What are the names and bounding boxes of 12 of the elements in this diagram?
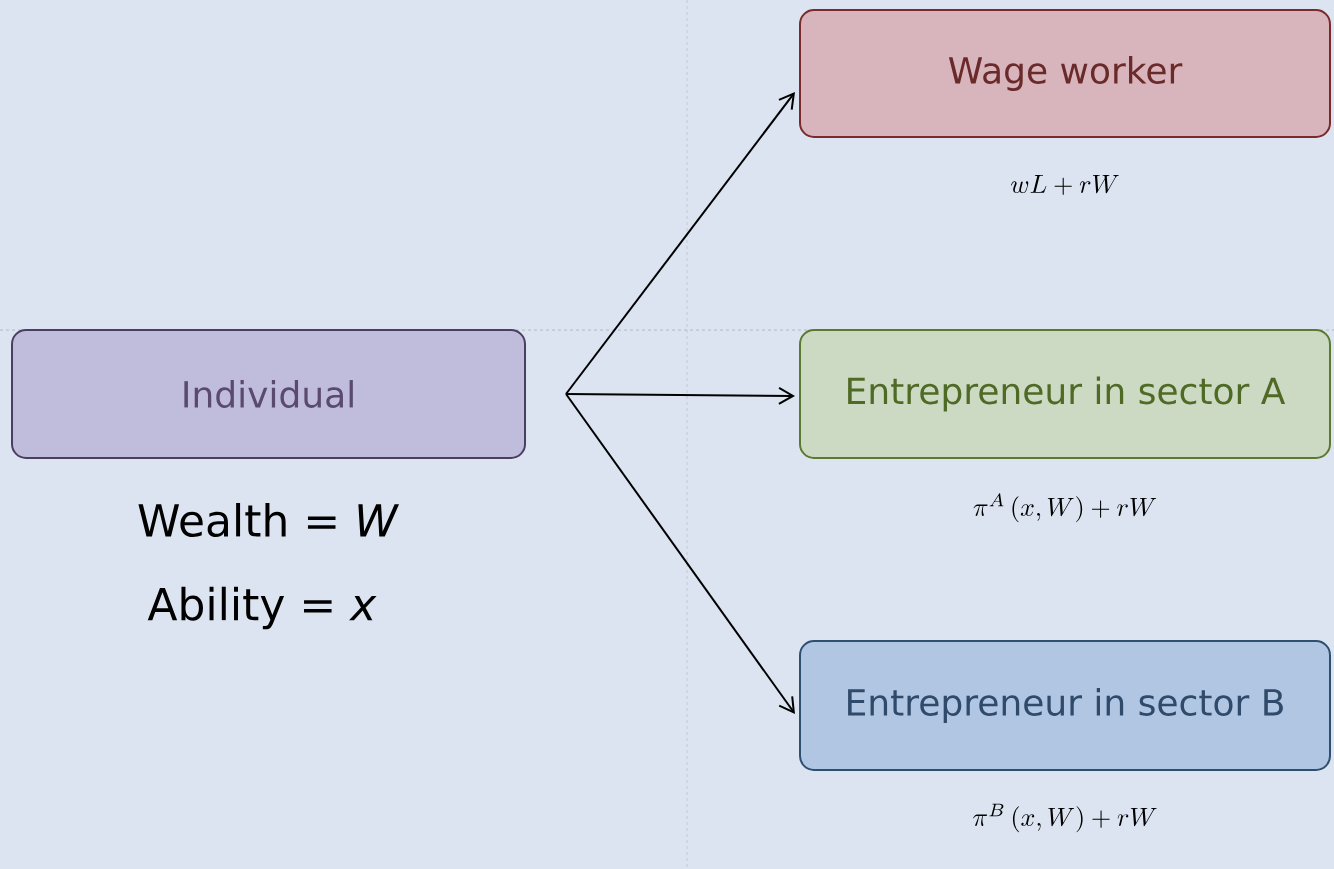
formula: $\pi^{A}\left(x,W\right) + rW$ bbox=[973, 493, 1157, 523]
role-box: Entrepreneur in sector A bbox=[799, 329, 1331, 459]
formula: $\pi^{B}\left(x,W\right) + rW$ bbox=[973, 803, 1157, 833]
node-caption: Ability = x bbox=[147, 586, 377, 630]
arrow bbox=[565, 393, 795, 714]
formula: $wL + rW$ bbox=[1011, 175, 1119, 195]
role-box: Wage worker bbox=[799, 9, 1331, 138]
arrow bbox=[565, 386, 795, 405]
arrow bbox=[565, 92, 795, 395]
node-caption: Wealth = W bbox=[138, 503, 399, 538]
role-box: Entrepreneur in sector B bbox=[799, 640, 1331, 771]
role-box: Individual bbox=[11, 329, 526, 459]
